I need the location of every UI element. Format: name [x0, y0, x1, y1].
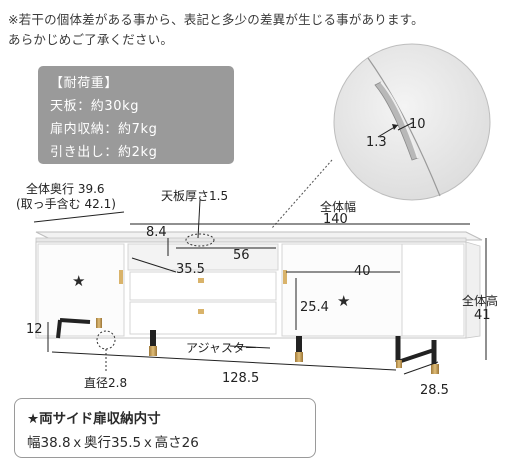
depth-handle-label: (取っ手含む 42.1): [16, 197, 116, 211]
dim-35-5: 35.5: [176, 262, 205, 277]
dim-40: 40: [354, 264, 371, 279]
detail-dim-1-3: 1.3: [366, 135, 387, 150]
dim-128-5: 128.5: [222, 371, 260, 386]
inner-dimension-title: ★両サイド扉収納内寸: [27, 411, 161, 427]
height-value: 41: [474, 308, 491, 323]
dim-56: 56: [233, 248, 250, 263]
top-thickness-label: 天板厚さ1.5: [161, 189, 229, 203]
load-capacity-box: 【耐荷重】 天板：約30kg 扉内収納：約7kg 引き出し：約2kg: [38, 66, 234, 164]
load-door: 扉内収納：約7kg: [50, 122, 158, 137]
depth-label: 全体奥行 39.6: [26, 182, 105, 196]
disclaimer-line-1: ※若干の個体差がある事から、表記と多少の差異が生じる事があります。: [8, 12, 424, 27]
left-door-star: ★: [72, 272, 86, 290]
load-top: 天板：約30kg: [50, 99, 140, 114]
width-value: 140: [323, 212, 348, 227]
dim-25-4: 25.4: [300, 300, 329, 315]
width-label: 全体幅: [320, 200, 357, 214]
disclaimer-line-2: あらかじめご了承ください。: [8, 32, 174, 47]
load-title: 【耐荷重】: [50, 76, 119, 91]
inner-dimension-box: ★両サイド扉収納内寸 幅38.8ｘ奥行35.5ｘ高さ26: [14, 398, 316, 458]
legs: [56, 318, 439, 374]
dim-12: 12: [26, 322, 43, 337]
inner-dimension-size: 幅38.8ｘ奥行35.5ｘ高さ26: [27, 435, 199, 451]
load-drawer: 引き出し：約2kg: [50, 145, 158, 160]
detail-dim-10: 10: [409, 117, 426, 132]
disclaimer-note: ※若干の個体差がある事から、表記と多少の差異が生じる事があります。 あらかじめご…: [8, 10, 424, 50]
dim-8-4: 8.4: [146, 225, 167, 240]
right-door-star: ★: [337, 292, 351, 310]
adjuster-label: アジャスター: [186, 341, 257, 355]
diameter-label: 直径2.8: [84, 376, 128, 390]
dim-28-5: 28.5: [420, 383, 449, 398]
height-label: 全体高: [462, 294, 499, 308]
handle-detail-circle: [333, 43, 491, 201]
